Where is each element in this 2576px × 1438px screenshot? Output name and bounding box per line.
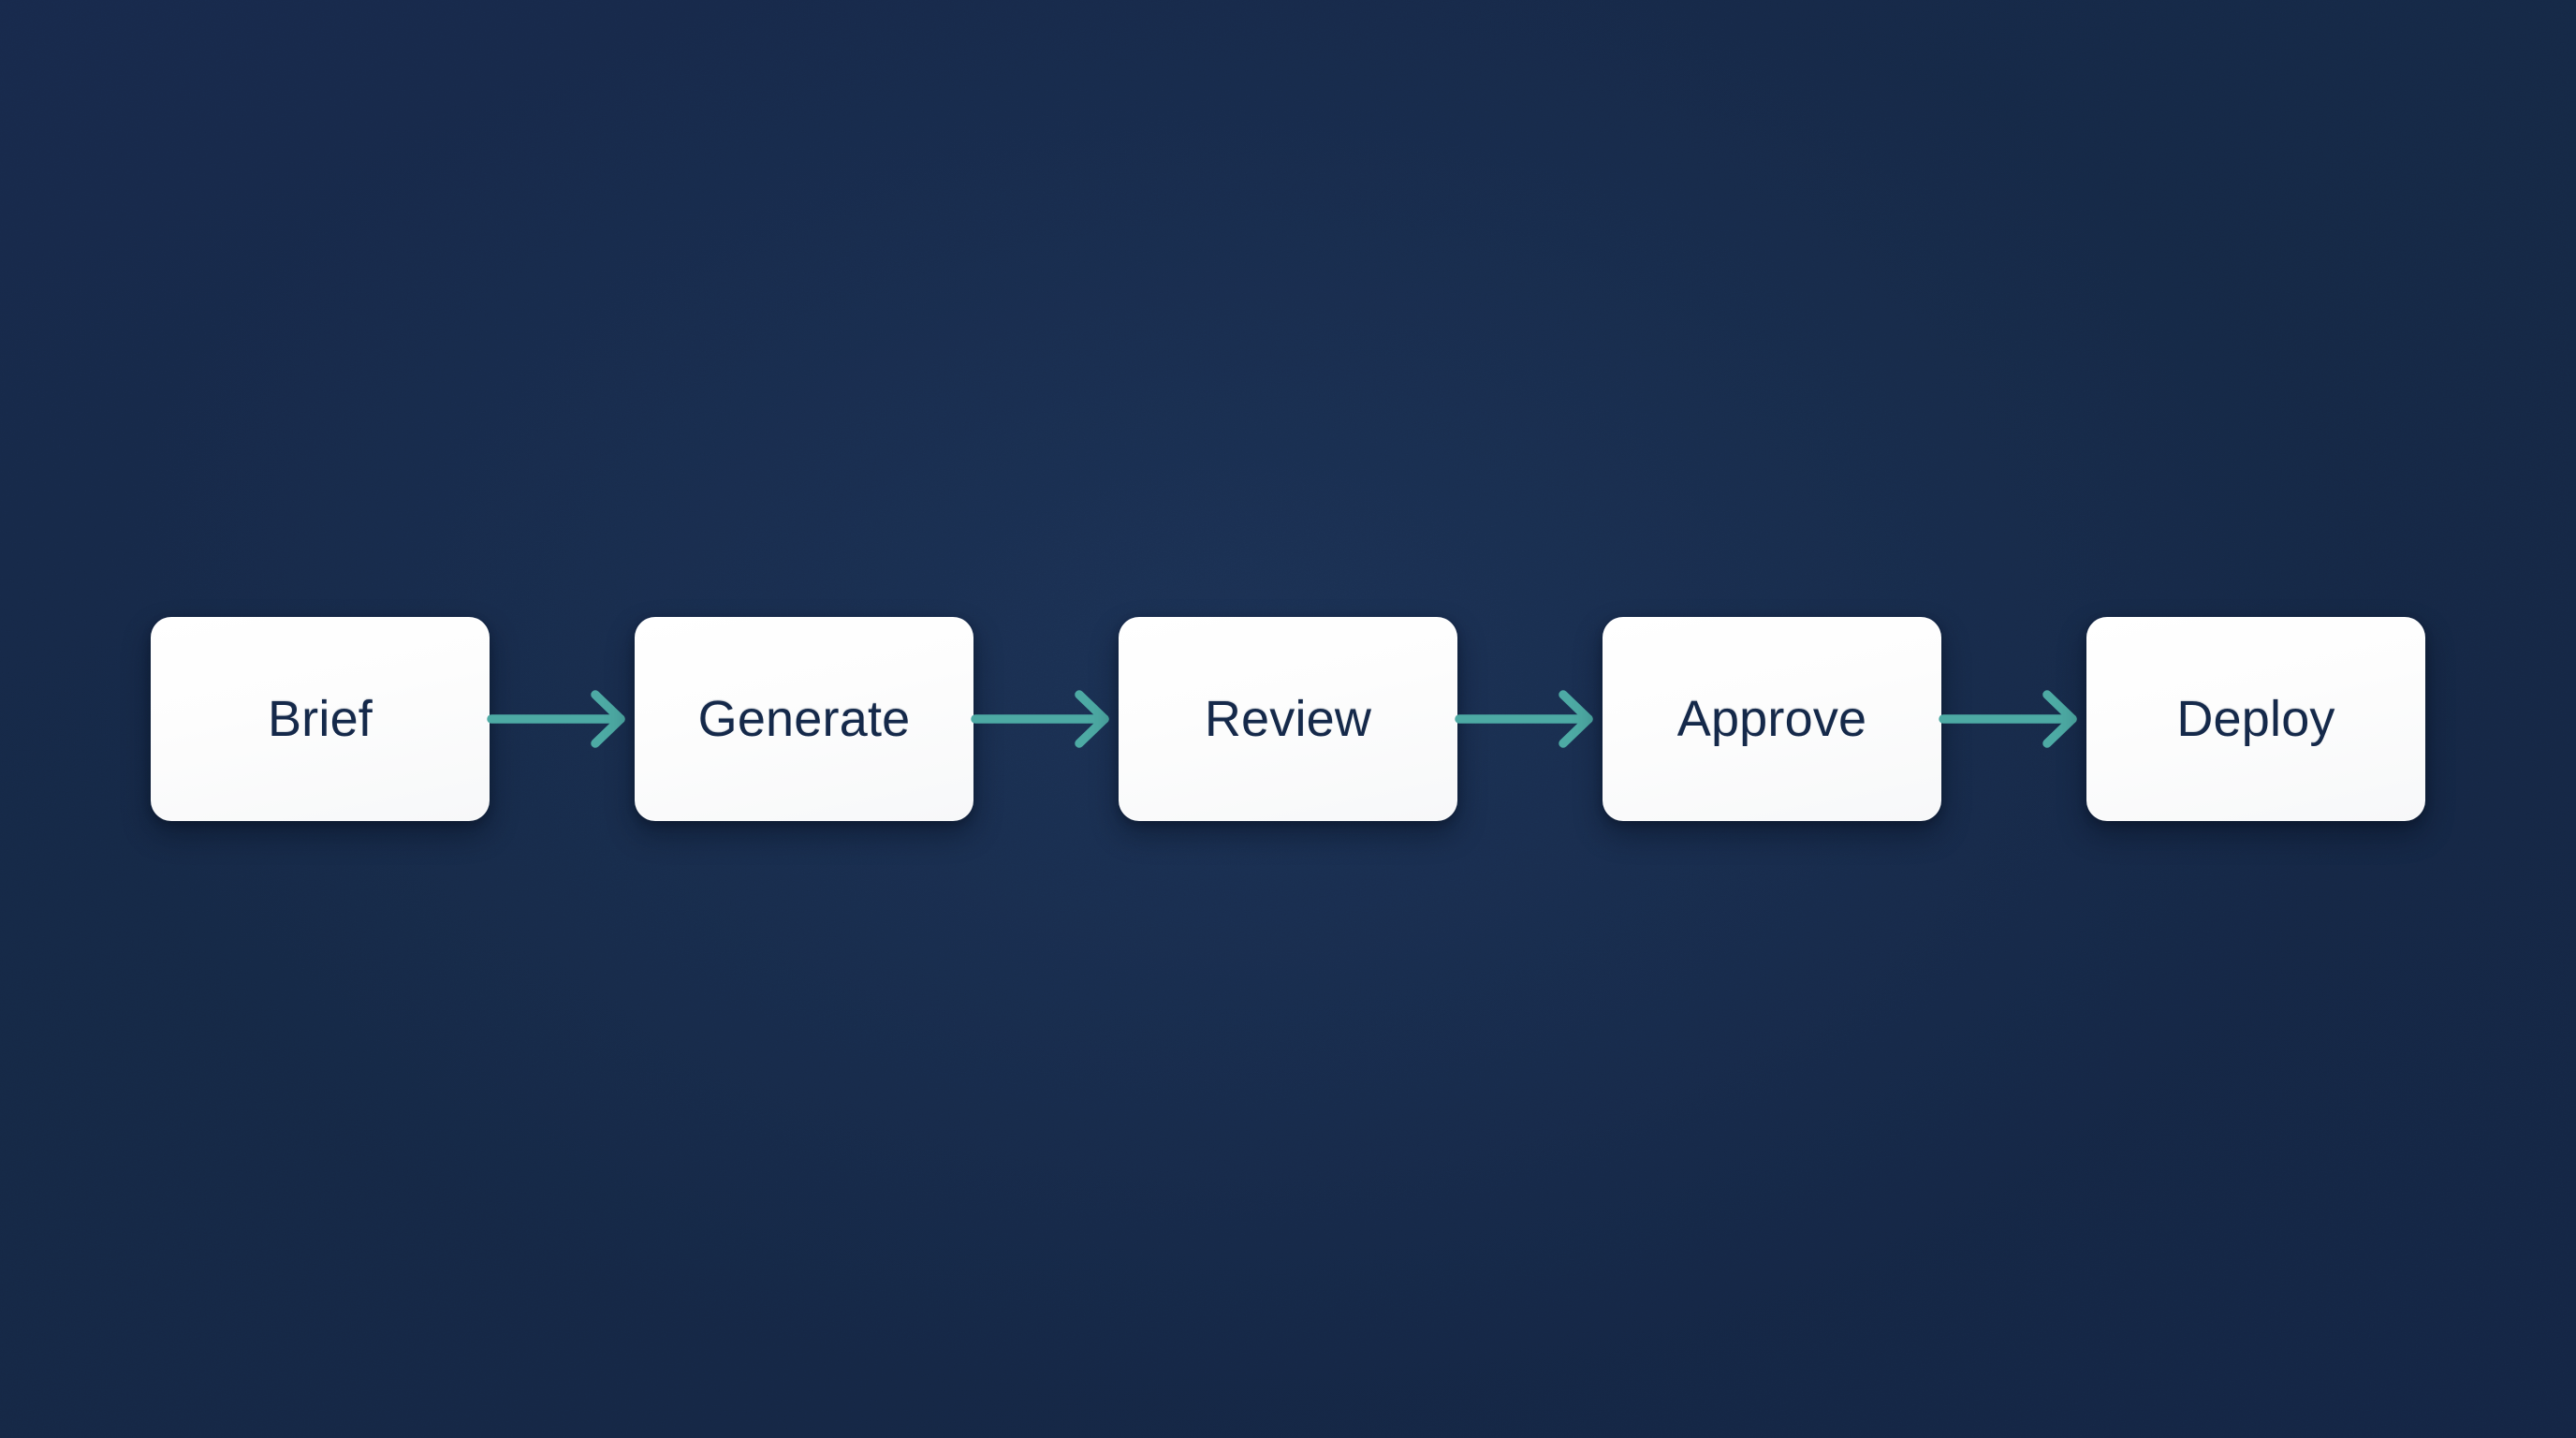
flow-node-review[interactable]: Review — [1119, 617, 1457, 821]
arrow-right-icon — [487, 690, 625, 748]
flow-node-label: Generate — [697, 691, 911, 747]
flow-node-label: Deploy — [2176, 691, 2335, 747]
flow-node-generate[interactable]: Generate — [635, 617, 973, 821]
flow-connector-approve-to-deploy — [1939, 689, 2086, 749]
arrow-right-icon — [1455, 690, 1593, 748]
arrow-right-icon — [971, 690, 1109, 748]
flow-connector-generate-to-review — [971, 689, 1119, 749]
flow-node-label: Brief — [267, 691, 373, 747]
flow-node-deploy[interactable]: Deploy — [2086, 617, 2425, 821]
flow-connector-review-to-approve — [1455, 689, 1603, 749]
flow-connector-brief-to-generate — [487, 689, 635, 749]
flow-node-brief[interactable]: Brief — [151, 617, 490, 821]
flow-node-approve[interactable]: Approve — [1603, 617, 1941, 821]
arrow-right-icon — [1939, 690, 2077, 748]
flow-node-label: Approve — [1676, 691, 1867, 747]
flow-node-label: Review — [1204, 691, 1372, 747]
